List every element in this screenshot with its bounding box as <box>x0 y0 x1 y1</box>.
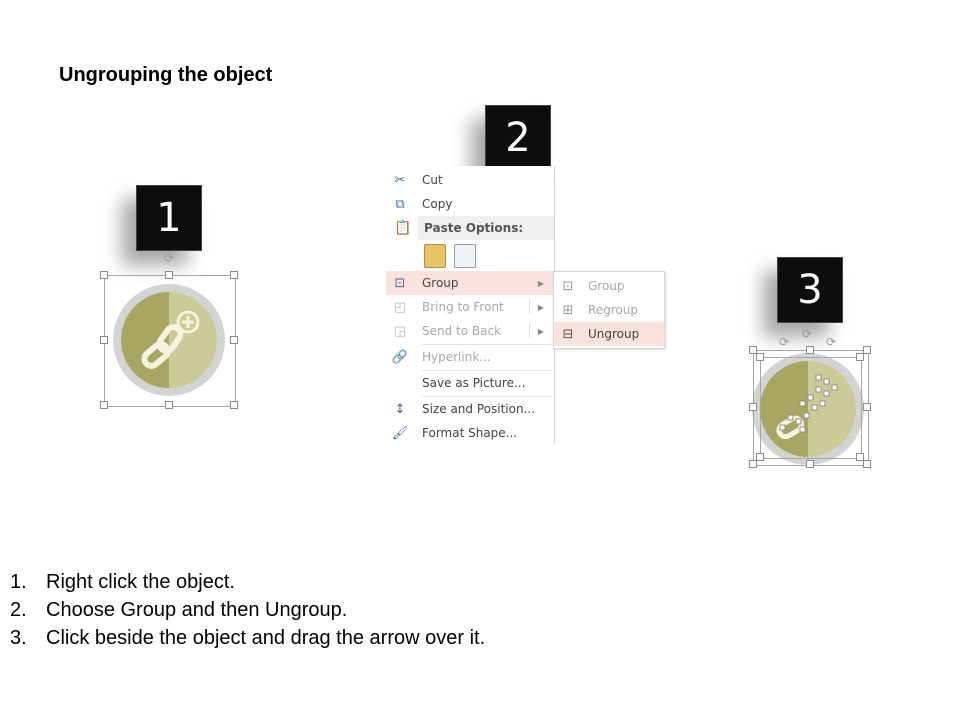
hyperlink-icon: 🔗 <box>391 349 409 365</box>
paste-picture-icon[interactable] <box>454 244 476 268</box>
instruction-item: 2. Choose Group and then Ungroup. <box>10 599 348 621</box>
menu-item-hyperlink[interactable]: 🔗 Hyperlink... <box>386 345 554 369</box>
resize-handle[interactable] <box>806 460 814 468</box>
paste-keep-text-icon[interactable] <box>424 244 446 268</box>
resize-handle[interactable] <box>756 453 764 461</box>
ungroup-icon: ⊟ <box>562 326 574 342</box>
selection-box <box>760 357 862 459</box>
instructions-list: 1. Right click the object. 2. Choose Gro… <box>10 568 485 652</box>
resize-handle[interactable] <box>100 401 108 409</box>
menu-item-group[interactable]: ⊡ Group ▶ <box>386 271 554 295</box>
resize-handle[interactable] <box>749 403 757 411</box>
step-badge-1: 1 <box>136 185 202 251</box>
resize-handle[interactable] <box>856 453 864 461</box>
paste-icon: 📋 <box>394 220 412 236</box>
submenu-item-regroup[interactable]: ⊞ Regroup <box>554 298 664 322</box>
resize-handle[interactable] <box>856 353 864 361</box>
group-icon: ⊡ <box>562 278 574 294</box>
rotate-handle-icon[interactable]: ⟳ <box>826 335 837 349</box>
resize-handle[interactable] <box>100 336 108 344</box>
menu-item-size-and-position[interactable]: ↕ Size and Position... <box>386 397 554 421</box>
group-icon: ⊡ <box>394 275 406 291</box>
resize-handle[interactable] <box>165 271 173 279</box>
bring-front-icon: ◰ <box>393 299 407 315</box>
page-title: Ungrouping the object <box>59 64 273 86</box>
scissors-icon: ✂ <box>394 172 406 188</box>
rotate-handle-icon[interactable]: ⟳ <box>164 251 175 265</box>
resize-handle[interactable] <box>749 346 757 354</box>
submenu-arrow-icon: ▶ <box>537 326 544 336</box>
format-shape-icon: 🖌 <box>391 425 409 441</box>
menu-item-save-as-picture[interactable]: Save as Picture... <box>422 376 526 390</box>
rotate-handle-icon[interactable]: ⟳ <box>802 327 813 341</box>
copy-icon: ⧉ <box>395 196 405 212</box>
resize-handle[interactable] <box>806 346 814 354</box>
instruction-item: 3. Click beside the object and drag the … <box>10 627 486 649</box>
context-menu: ✂ Cut ⧉ Copy 📋 Paste Options: ⊡ Group ▶ … <box>386 166 555 444</box>
link-icon <box>760 361 856 457</box>
step-badge-2: 2 <box>485 105 551 171</box>
submenu-item-group[interactable]: ⊡ Group <box>554 274 664 298</box>
resize-handle[interactable] <box>863 346 871 354</box>
group-submenu: ⊡ Group ⊞ Regroup ⊟ Ungroup <box>553 271 665 349</box>
menu-item-cut[interactable]: ✂ Cut <box>386 168 554 192</box>
send-back-icon: ◲ <box>393 323 407 339</box>
paste-options-header: Paste Options: <box>418 216 554 240</box>
menu-item-send-to-back[interactable]: ◲ Send to Back ▶ <box>386 319 554 343</box>
resize-handle[interactable] <box>230 271 238 279</box>
link-icon <box>121 292 217 388</box>
menu-item-format-shape[interactable]: 🖌 Format Shape... <box>386 421 554 445</box>
menu-item-bring-to-front[interactable]: ◰ Bring to Front ▶ <box>386 295 554 319</box>
size-position-icon: ↕ <box>394 401 406 417</box>
resize-handle[interactable] <box>863 403 871 411</box>
submenu-arrow-icon: ▶ <box>537 278 544 288</box>
resize-handle[interactable] <box>100 271 108 279</box>
instruction-item: 1. Right click the object. <box>10 571 235 593</box>
resize-handle[interactable] <box>863 460 871 468</box>
rotate-handle-icon[interactable]: ⟳ <box>779 335 790 349</box>
submenu-item-ungroup[interactable]: ⊟ Ungroup <box>554 322 664 346</box>
resize-handle[interactable] <box>165 401 173 409</box>
regroup-icon: ⊞ <box>562 302 574 318</box>
resize-handle[interactable] <box>230 401 238 409</box>
submenu-arrow-icon: ▶ <box>537 302 544 312</box>
resize-handle[interactable] <box>749 460 757 468</box>
resize-handle[interactable] <box>230 336 238 344</box>
menu-item-copy[interactable]: ⧉ Copy <box>386 192 554 216</box>
step-badge-3: 3 <box>777 257 843 323</box>
resize-handle[interactable] <box>756 353 764 361</box>
